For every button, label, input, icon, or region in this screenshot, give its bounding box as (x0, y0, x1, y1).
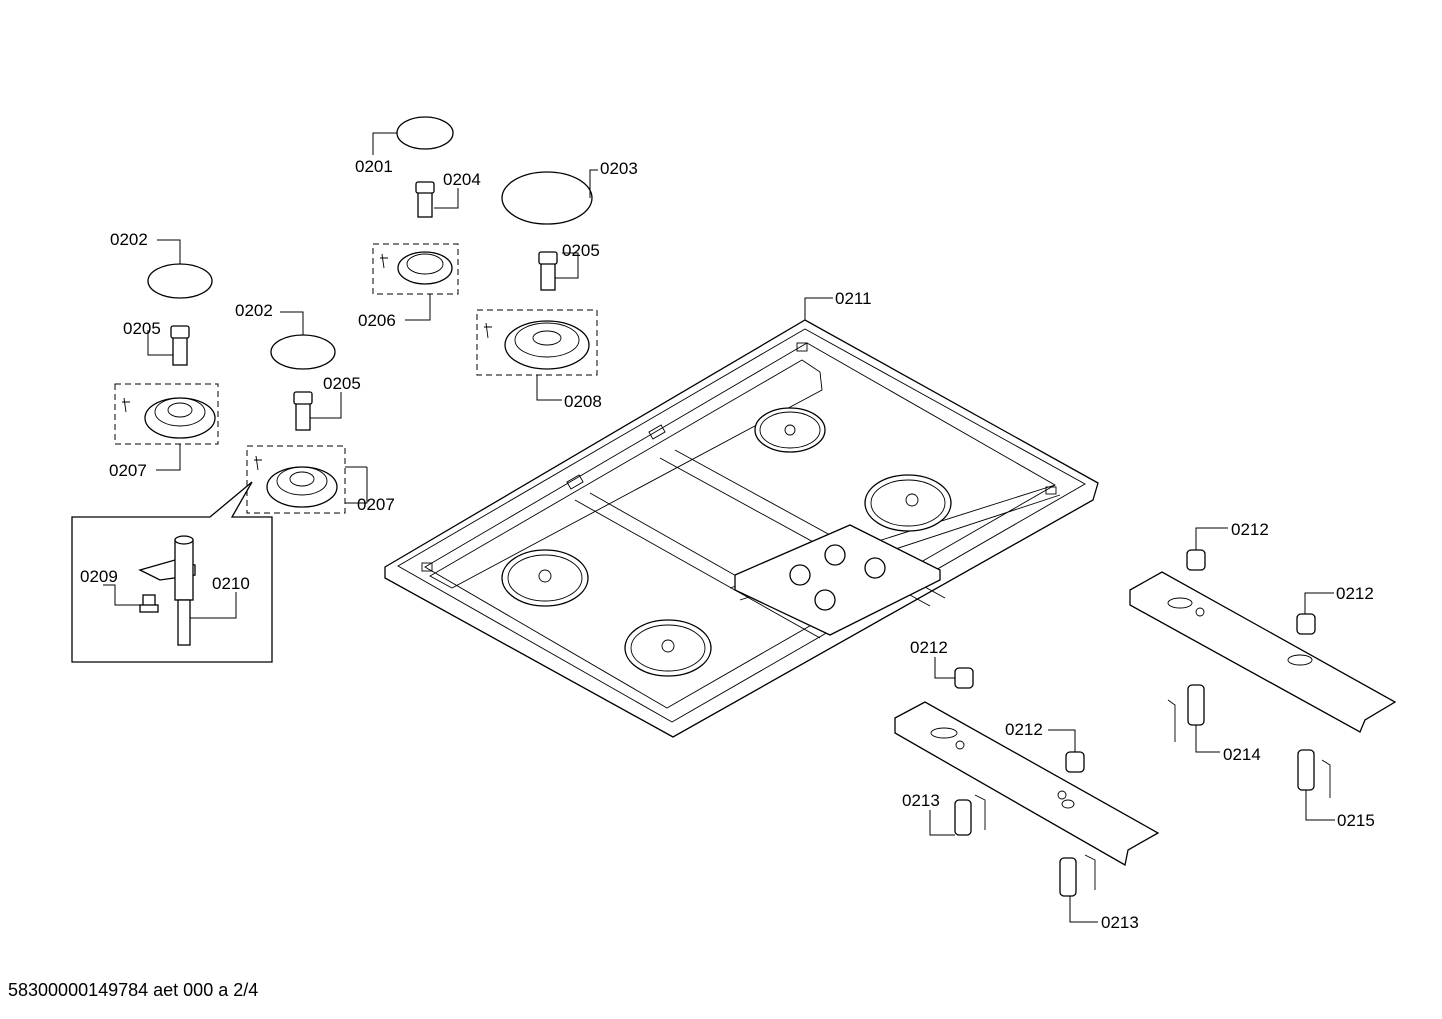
label-0213-lower: 0213 (1101, 913, 1139, 932)
burner-base-mid (246, 445, 346, 514)
burner-cap-left (147, 263, 213, 299)
burner-base-large (476, 309, 598, 376)
burner-cap-large (501, 171, 593, 225)
nozzle-mid (293, 391, 313, 431)
burner-base-left (114, 383, 219, 445)
label-0205-right: 0205 (562, 241, 600, 260)
label-0207-mid: 0207 (357, 495, 395, 514)
nozzle-left (170, 325, 190, 366)
valve-0214 (1167, 684, 1205, 742)
label-0208: 0208 (564, 392, 602, 411)
hob-tray (384, 319, 1099, 738)
label-0201: 0201 (355, 157, 393, 176)
label-0213-upper: 0213 (902, 791, 940, 810)
label-0209: 0209 (80, 567, 118, 586)
burner-cap-small (396, 116, 454, 150)
nozzle-small (415, 181, 435, 218)
label-0214: 0214 (1223, 745, 1261, 764)
label-0211: 0211 (835, 289, 872, 308)
leader-lines (103, 132, 1335, 923)
valve-0213-lower (1059, 854, 1096, 897)
document-reference: 58300000149784 aet 000 a 2/4 (8, 980, 259, 1000)
label-0212-right: 0212 (1336, 584, 1374, 603)
label-0212-left: 0212 (910, 638, 948, 657)
valve-0215 (1297, 749, 1331, 798)
label-0205-left: 0205 (123, 319, 161, 338)
label-0206: 0206 (358, 311, 396, 330)
label-0212-top: 0212 (1231, 520, 1269, 539)
label-0205-mid: 0205 (323, 374, 361, 393)
detail-callout-box (71, 481, 273, 663)
burner-base-small (372, 243, 459, 295)
label-0202-left: 0202 (110, 230, 148, 249)
label-0203: 0203 (600, 159, 638, 178)
label-0215: 0215 (1337, 811, 1375, 830)
label-0202-mid: 0202 (235, 301, 273, 320)
valve-0213-upper (954, 794, 986, 836)
label-0212-mid: 0212 (1005, 720, 1043, 739)
burner-cap-mid (270, 334, 336, 370)
label-0207-left: 0207 (109, 461, 147, 480)
gas-rail-bracket-right (1129, 549, 1397, 733)
label-0204: 0204 (443, 170, 481, 189)
gas-rail-bracket-left (894, 667, 1160, 867)
nozzle-large (538, 251, 558, 291)
label-0210: 0210 (212, 574, 250, 593)
